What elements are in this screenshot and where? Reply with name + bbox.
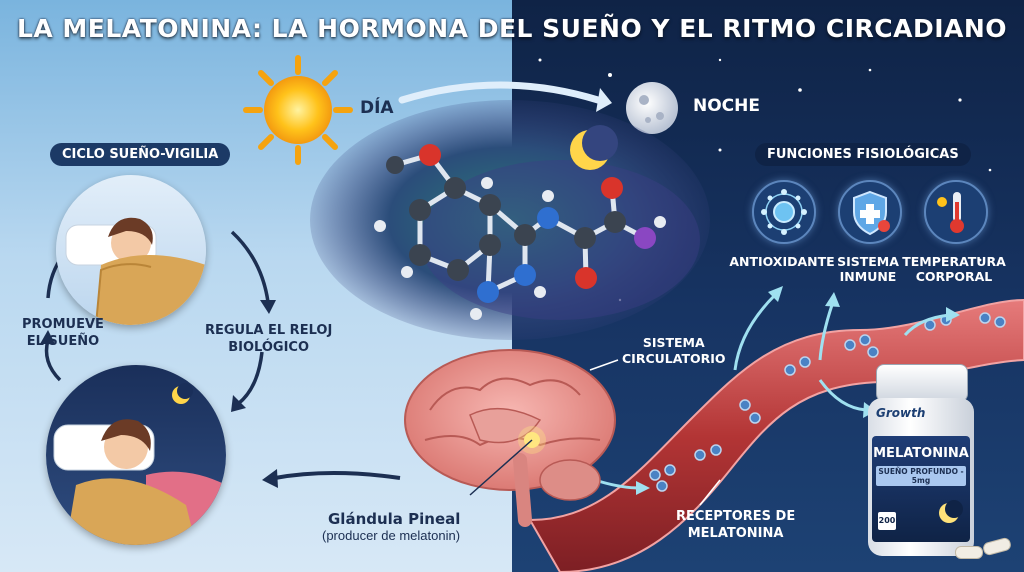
- supplement-bottle: Growth MELATONINA SUEÑO PROFUNDO - 5mg 2…: [868, 364, 974, 556]
- promotes-sleep-line-2: EL SUEÑO: [26, 334, 100, 349]
- bottle-brand: Growth: [876, 406, 926, 420]
- bottle-name: MELATONINA: [873, 446, 969, 461]
- bottle-subtitle: SUEÑO PROFUNDO - 5mg: [876, 466, 966, 486]
- crescent-moon-icon: [570, 125, 618, 170]
- regulates-clock-line-2: BIOLÓGICO: [228, 340, 310, 355]
- functions-heading: FUNCIONES FISIOLÓGICAS: [755, 143, 971, 166]
- regulates-clock-line-1: REGULA EL RELOJ: [205, 323, 333, 338]
- bottle-cap: [876, 364, 968, 402]
- circulatory-line-1: SISTEMA: [642, 335, 705, 350]
- circulatory-label: SISTEMA CIRCULATORIO: [622, 335, 726, 367]
- receptors-label: RECEPTORES DE MELATONINA: [676, 508, 795, 542]
- shield-icon: [838, 180, 902, 244]
- sleeping-person-night-image: [46, 365, 226, 545]
- receptors-line-2: MELATONINA: [687, 526, 784, 541]
- promotes-sleep-line-1: PROMUEVE: [22, 317, 104, 332]
- function-label-immune: SISTEMA INMUNE: [813, 254, 923, 284]
- circulatory-line-2: CIRCULATORIO: [622, 351, 726, 366]
- receptors-line-1: RECEPTORES DE: [676, 509, 796, 524]
- function-label-temperature-line-2: CORPORAL: [915, 269, 993, 284]
- pineal-label: Glándula Pineal: [328, 510, 461, 528]
- bottle-count: 200: [878, 512, 896, 530]
- brain-icon: [404, 349, 616, 527]
- promotes-sleep-label: PROMUEVE EL SUEÑO: [22, 316, 104, 350]
- function-label-immune-line-1: SISTEMA: [837, 254, 899, 269]
- day-label: DÍA: [360, 98, 394, 118]
- cycle-heading: CICLO SUEÑO-VIGILIA: [50, 143, 231, 166]
- function-label-antioxidant-line-1: ANTIOXIDANTE: [729, 254, 835, 269]
- thermometer-icon: [924, 180, 988, 244]
- function-label-immune-line-2: INMUNE: [839, 269, 897, 284]
- function-label-temperature: TEMPERATURA CORPORAL: [899, 254, 1009, 284]
- sleeping-person-day-image: [56, 175, 206, 325]
- atom-icon: [752, 180, 816, 244]
- page-title: LA MELATONINA: LA HORMONA DEL SUEÑO Y EL…: [16, 14, 1008, 43]
- bottle-label: Growth MELATONINA SUEÑO PROFUNDO - 5mg 2…: [872, 406, 970, 542]
- moon-stars-icon: [939, 500, 963, 523]
- pineal-sublabel: (producer de melatonin): [322, 528, 461, 543]
- function-label-antioxidant: ANTIOXIDANTE: [727, 254, 837, 269]
- regulates-clock-label: REGULA EL RELOJ BIOLÓGICO: [205, 322, 332, 356]
- function-label-temperature-line-1: TEMPERATURA: [902, 254, 1006, 269]
- sun-icon: [243, 55, 353, 165]
- night-label: NOCHE: [693, 96, 760, 116]
- capsules-icon: [955, 536, 1015, 560]
- moon-icon: [626, 82, 678, 134]
